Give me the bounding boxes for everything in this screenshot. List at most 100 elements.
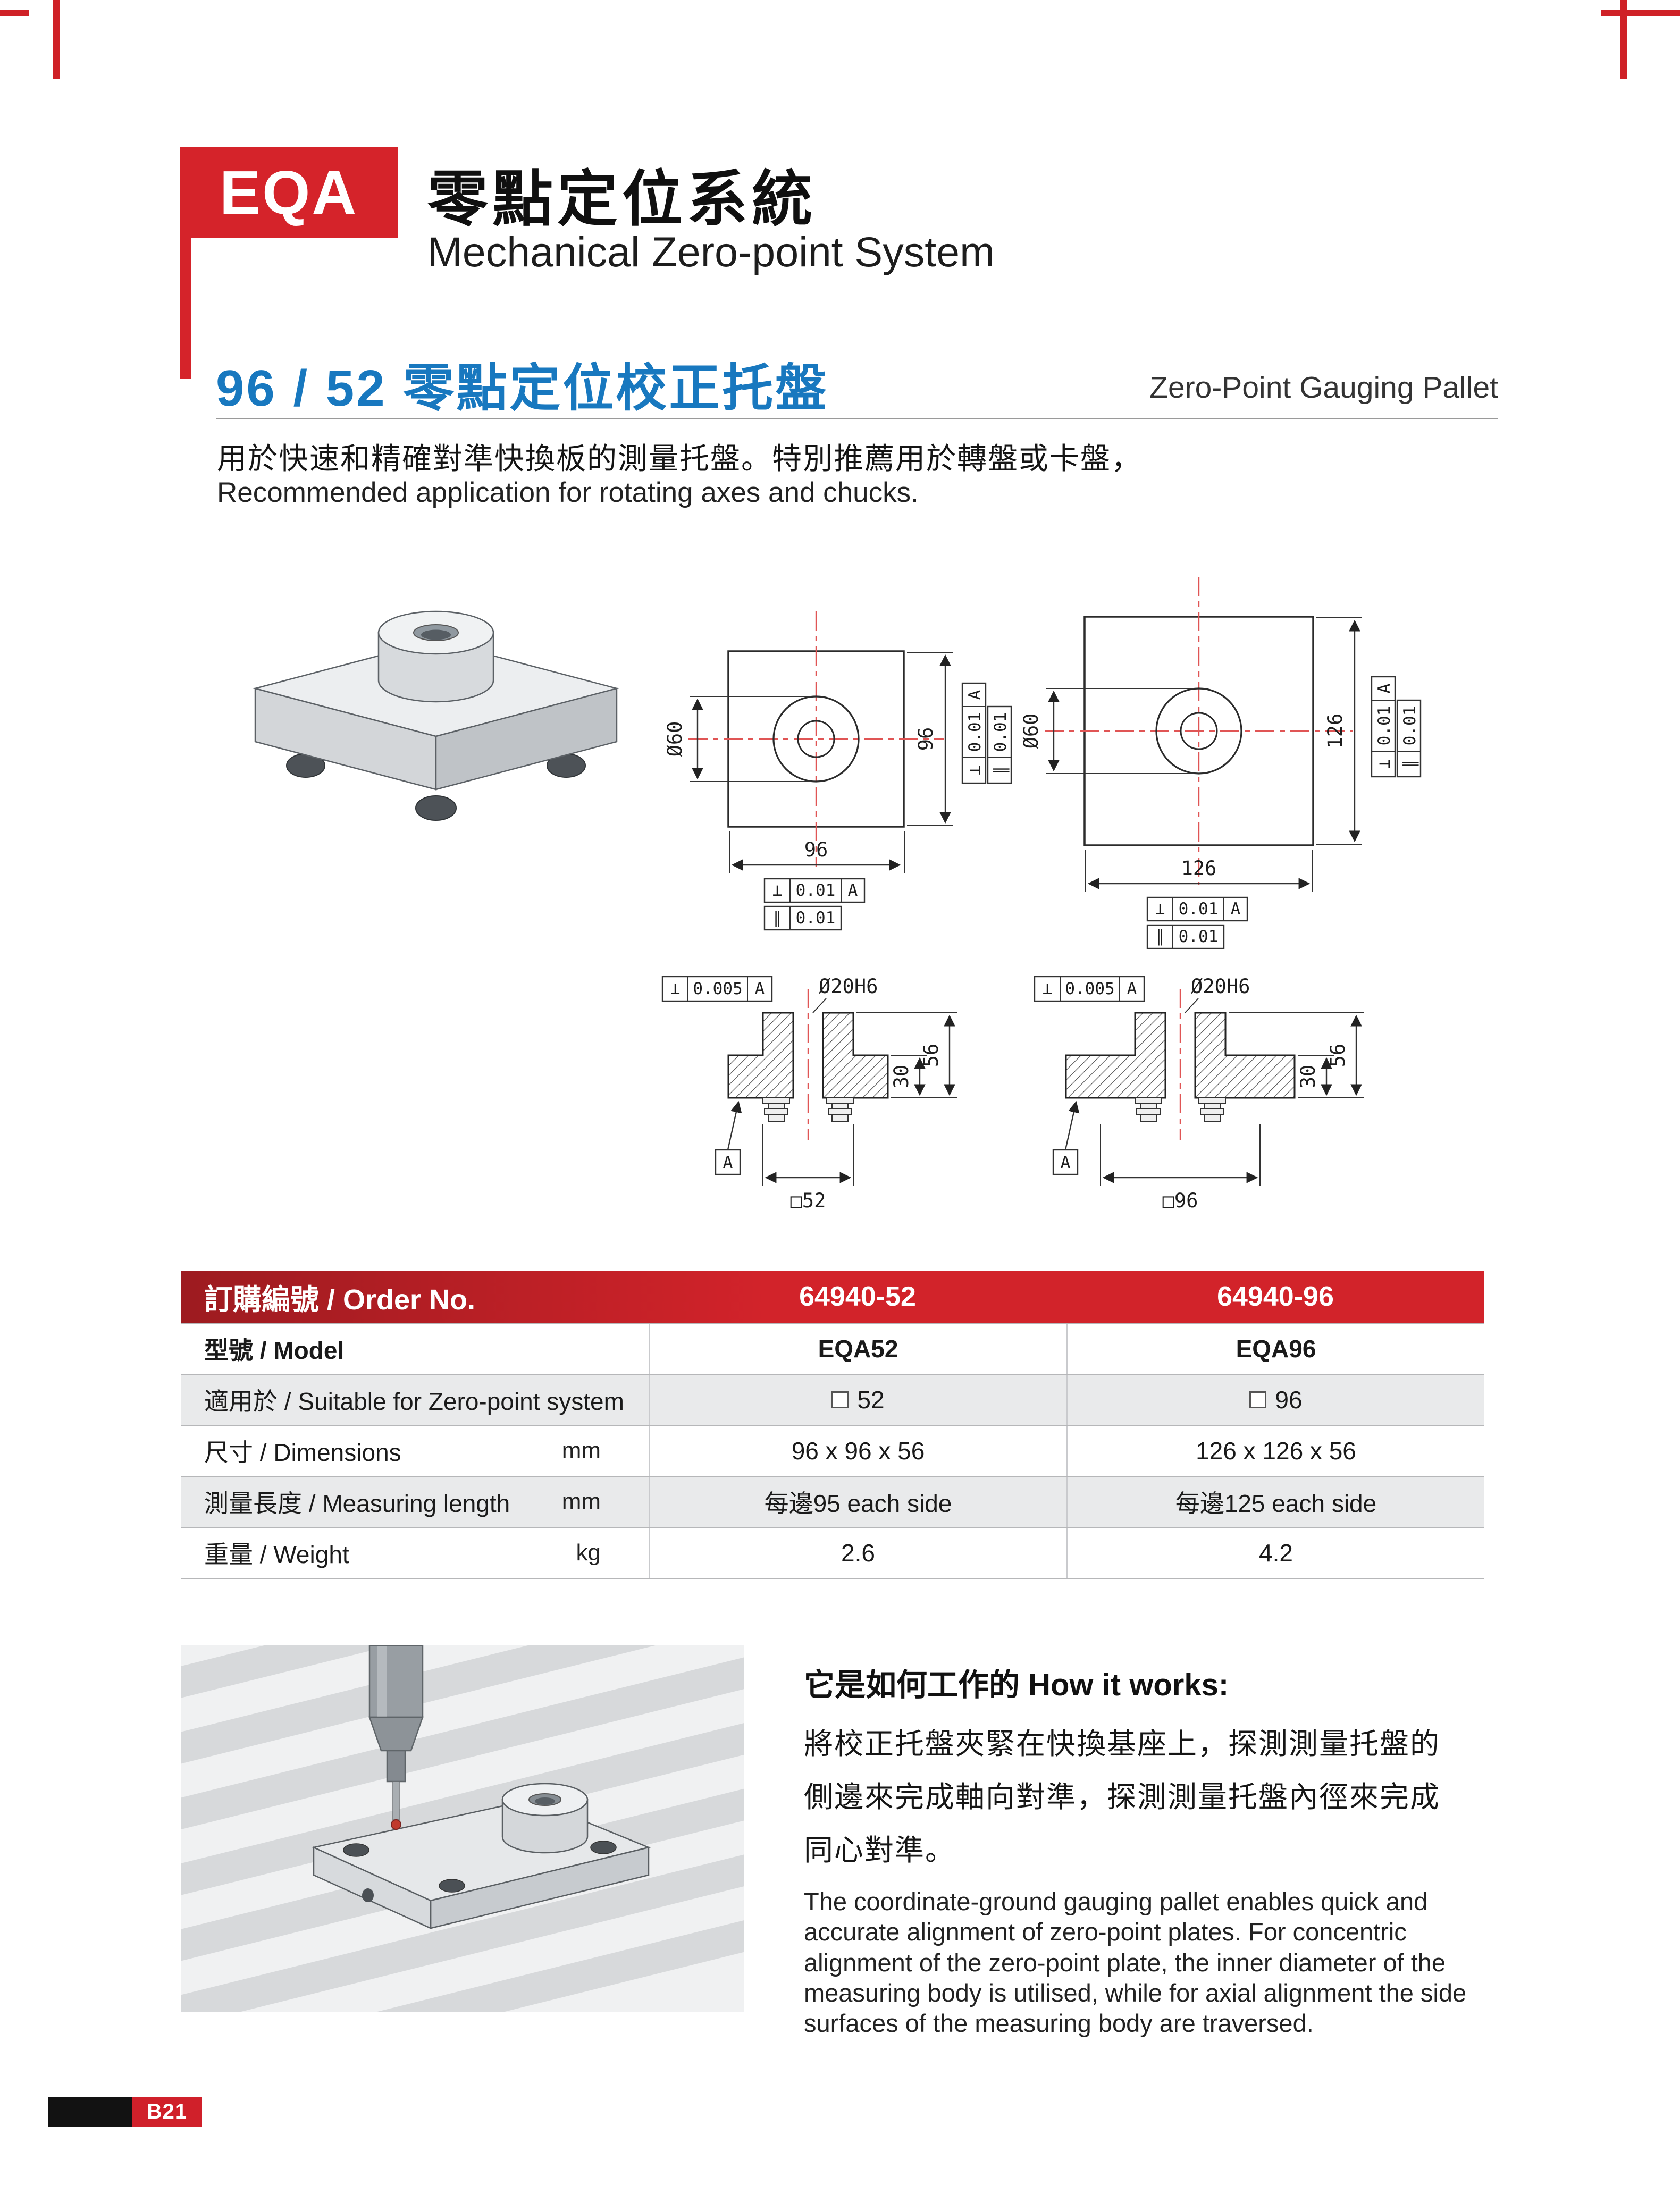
tolerance-value: 0.01 [1179,900,1219,919]
row-label: 適用於 / Suitable for Zero-point system [204,1388,624,1415]
dim-label-dia20h6: Ø20H6 [819,975,878,998]
clamping-stud [1135,1097,1162,1122]
datum-ref: A [1231,900,1241,919]
row-unit: mm [561,1489,601,1515]
system-title-en: Mechanical Zero-point System [427,228,995,275]
dim-label-96: 96 [914,727,937,751]
tolerance-value: 0.01 [796,881,836,900]
dim-label-sq96: □96 [1163,1189,1198,1212]
section-view-52: ⊥ 0.005 A Ø20H6 A [661,975,957,1212]
cell-text: 96 [1275,1386,1303,1414]
brand-code: EQA [219,158,358,227]
dim-label-30: 30 [1297,1065,1320,1089]
dim-label-30: 30 [890,1065,913,1089]
spec-table: 訂購編號 / Order No. 64940-52 64940-96 型號 / … [181,1271,1484,1579]
zero-point-square-icon [1249,1391,1267,1408]
system-title-zh: 零點定位系統 [427,166,817,233]
datum-flag: A [723,1153,733,1172]
crop-mark [0,10,29,16]
parallelism-symbol: ∥ [1156,927,1164,946]
dim-label-sq52: □52 [791,1189,826,1212]
cell-value: 4.2 [1066,1528,1484,1578]
tolerance-frames-bottom: ⊥ 0.01 A ∥ 0.01 [763,878,866,931]
table-row-suitable: 適用於 / Suitable for Zero-point system 52 … [181,1374,1484,1425]
row-unit: kg [576,1540,601,1566]
row-label: 重量 / Weight [204,1541,349,1568]
plan-view-96: Ø60 96 ⊥ 0.01 A ∥ 0.01 96 [663,611,1012,931]
perpendicularity-symbol: ⊥ [772,881,783,900]
page-number: B21 [132,2097,202,2127]
plan-view-126: Ø60 126 ⊥ 0.01 A ∥ 0.01 126 [1020,577,1422,949]
order-no-value: 64940-52 [799,1281,916,1312]
datum-ref: A [755,979,765,998]
datum-ref: A [965,690,985,700]
dim-label-56: 56 [920,1044,943,1068]
tolerance-frames-right: ⊥ 0.01 A ∥ 0.01 [961,682,1012,784]
datum-flag: A [1061,1153,1071,1172]
order-no-header: 訂購編號 / Order No. [204,1283,476,1316]
t-slot-table [181,1645,744,2012]
cell-value: EQA96 [1066,1324,1484,1374]
row-unit: mm [561,1438,601,1464]
page-tab: B21 [48,2097,202,2127]
title-divider [216,418,1498,419]
crop-mark [1620,0,1627,79]
zero-point-square-icon [831,1391,849,1408]
cell-value: 2.6 [649,1528,1066,1578]
tolerance-value: 0.01 [796,909,836,928]
dim-label-126: 126 [1324,713,1347,749]
crop-mark [53,0,60,79]
cell-value: 96 [1066,1375,1484,1425]
how-zh-line: 側邊來完成軸向對準，探測測量托盤內徑來完成 [804,1780,1441,1813]
description-zh: 用於快速和精確對準快換板的測量托盤。特別推薦用於轉盤或卡盤， [217,442,1142,475]
cell-value: 52 [649,1375,1066,1425]
perpendicularity-symbol: ⊥ [670,979,681,998]
page-title: 96 / 52 零點定位校正托盤 [216,360,829,417]
perpendicularity-symbol: ⊥ [1375,759,1394,769]
clamping-stud [826,1097,854,1122]
page-tab-bar [48,2097,132,2127]
table-header-row: 訂購編號 / Order No. 64940-52 64940-96 [181,1271,1484,1323]
row-label: 型號 / Model [204,1337,345,1364]
dim-label-96: 96 [804,838,828,861]
tolerance-value: 0.01 [965,712,985,752]
cell-value: 126 x 126 x 56 [1066,1426,1484,1476]
table-row-weight: 重量 / Weight kg 2.6 4.2 [181,1527,1484,1578]
clamping-stud [762,1097,790,1122]
row-label: 尺寸 / Dimensions [204,1439,401,1466]
datum-ref: A [848,881,858,900]
how-zh-line: 同心對準。 [804,1834,956,1867]
page-subtitle-en: Zero-Point Gauging Pallet [1149,371,1498,405]
technical-drawings: Ø60 96 ⊥ 0.01 A ∥ 0.01 96 [253,577,1422,1212]
order-no-value: 64940-96 [1217,1281,1334,1312]
isometric-pallet-view [253,610,619,821]
cell-value: EQA52 [649,1324,1066,1374]
cell-value: 每邊125 each side [1066,1477,1484,1527]
clamping-stud [1198,1097,1226,1122]
how-zh-line: 將校正托盤夾緊在快換基座上，探測測量托盤的 [804,1727,1441,1760]
how-it-works-zh: 將校正托盤夾緊在快換基座上，探測測量托盤的 側邊來完成軸向對準，探測測量托盤內徑… [804,1720,1440,1879]
probe-tip [391,1819,401,1830]
dim-label-dia20h6: Ø20H6 [1191,975,1250,998]
tolerance-value: 0.01 [1375,706,1394,746]
brand-badge: EQA [180,147,398,238]
parallelism-symbol: ∥ [991,766,1010,775]
cell-text: 52 [857,1386,885,1414]
cell-value: 每邊95 each side [649,1477,1066,1527]
touch-probe [368,1645,424,1830]
perpendicularity-symbol: ⊥ [1043,979,1053,998]
dim-label-56: 56 [1326,1044,1349,1068]
tolerance-value: 0.005 [1065,979,1114,998]
section-view-96: ⊥ 0.005 A Ø20H6 A [1034,975,1364,1212]
gauging-pallet [312,1783,651,1929]
dim-label-dia60: Ø60 [663,721,686,757]
tolerance-value: 0.01 [991,712,1010,752]
datum-ref: A [1127,979,1137,998]
parallelism-symbol: ∥ [1400,760,1419,768]
how-it-works-en: The coordinate-ground gauging pallet ena… [804,1887,1467,2038]
description-en: Recommended application for rotating axe… [217,477,919,508]
table-row-model: 型號 / Model EQA52 EQA96 [181,1323,1484,1374]
